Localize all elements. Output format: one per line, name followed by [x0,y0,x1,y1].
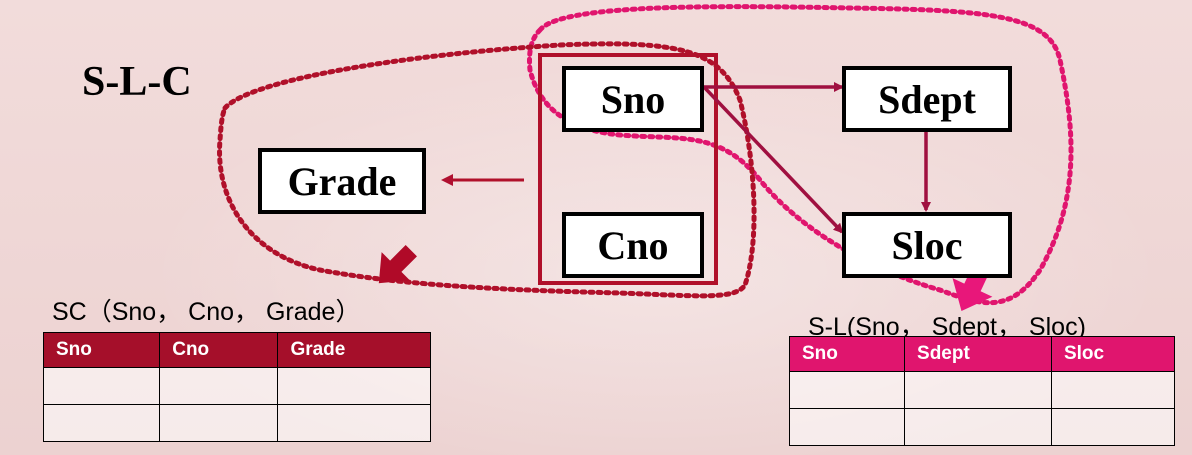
sl-table: Sno Sdept Sloc [788,336,1176,446]
key-group-rect [538,53,718,285]
table-header-row: Sno Sdept Sloc [788,336,1176,372]
table-cell [159,404,279,442]
table-cell [788,408,906,446]
schema-title: S-L-C [82,59,192,105]
table-cell [904,371,1052,409]
node-grade: Grade [258,148,426,214]
arrow-sno-to-sloc [702,85,844,234]
table-cell [904,408,1052,446]
sc-header-sno: Sno [42,332,161,368]
table-cell [277,404,431,442]
table-cell [42,404,161,442]
table-cell [1050,371,1176,409]
node-sno: Sno [562,66,704,132]
table-row [788,371,1176,409]
table-cell [159,367,279,405]
table-row [788,408,1176,446]
table-cell [1050,408,1176,446]
table-header-row: Sno Cno Grade [42,332,431,368]
table-cell [42,367,161,405]
decompose-arrow-sc [378,245,417,284]
table-row [42,404,431,442]
sc-header-grade: Grade [277,332,431,368]
node-sdept: Sdept [842,66,1012,132]
sc-header-cno: Cno [159,332,279,368]
sc-relation-label: SC（Sno， Cno， Grade） [52,298,361,326]
sl-header-sloc: Sloc [1050,336,1176,372]
sc-table: Sno Cno Grade [42,332,431,442]
sc-group-outline [217,41,757,299]
table-row [42,367,431,405]
sl-header-sdept: Sdept [904,336,1052,372]
table-cell [277,367,431,405]
table-cell [788,371,906,409]
node-cno: Cno [562,212,704,278]
sl-header-sno: Sno [788,336,906,372]
node-sloc: Sloc [842,212,1012,278]
